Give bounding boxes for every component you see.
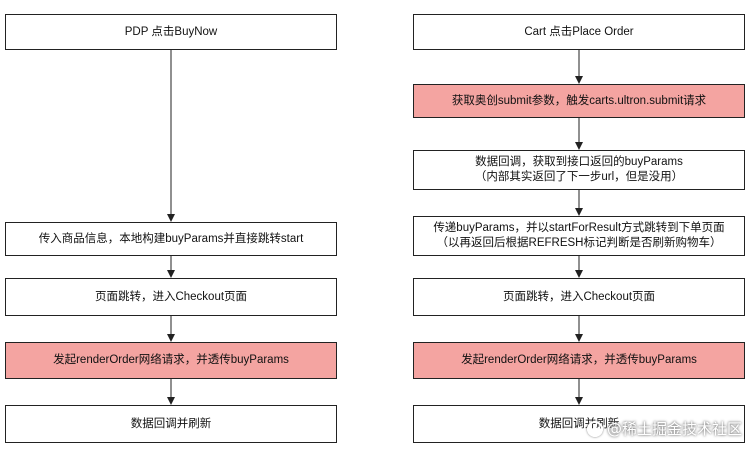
left-step-2-label: 传入商品信息，本地构建buyParams并直接跳转start [38, 232, 304, 245]
right-step-start-for-result: 传递buyParams，并以startForResult方式跳转到下单页面 （以… [413, 216, 745, 256]
left-step-3-label: 页面跳转，进入Checkout页面 [94, 290, 248, 303]
left-step-1-label: PDP 点击BuyNow [124, 25, 218, 38]
left-step-pdp-buynow: PDP 点击BuyNow [5, 14, 337, 50]
right-step-data-callback: 数据回调，获取到接口返回的buyParams （内部其实返回了下一步url，但是… [413, 150, 745, 190]
left-step-render-order: 发起renderOrder网络请求，并透传buyParams [5, 342, 337, 379]
right-step-1-label: Cart 点击Place Order [524, 25, 634, 38]
right-step-ultron-submit: 获取奥创submit参数，触发carts.ultron.submit请求 [413, 84, 745, 118]
left-step-refresh: 数据回调并刷新 [5, 405, 337, 443]
right-step-render-order: 发起renderOrder网络请求，并透传buyParams [413, 342, 745, 379]
left-step-4-label: 发起renderOrder网络请求，并透传buyParams [53, 354, 289, 366]
watermark: @稀土掘金技术社区 [586, 418, 742, 439]
right-step-6-label: 发起renderOrder网络请求，并透传buyParams [461, 354, 697, 366]
watermark-text: @稀土掘金技术社区 [606, 420, 742, 438]
right-step-3-line1: 数据回调，获取到接口返回的buyParams [475, 156, 683, 168]
right-step-5-label: 页面跳转，进入Checkout页面 [502, 290, 656, 303]
right-step-enter-checkout: 页面跳转，进入Checkout页面 [413, 278, 745, 316]
juejin-logo-icon [586, 420, 603, 437]
right-step-cart-place-order: Cart 点击Place Order [413, 14, 745, 50]
right-step-refresh: 数据回调并刷新 [413, 405, 745, 443]
right-step-2-label: 获取奥创submit参数，触发carts.ultron.submit请求 [451, 94, 707, 107]
left-step-build-params: 传入商品信息，本地构建buyParams并直接跳转start [5, 222, 337, 256]
right-step-3-line2: （内部其实返回了下一步url，但是没用） [474, 171, 684, 183]
right-step-4-line2: （以再返回后根据REFRESH标记判断是否刷新购物车） [436, 237, 722, 249]
right-step-4-line1: 传递buyParams，并以startForResult方式跳转到下单页面 [433, 222, 725, 234]
left-step-enter-checkout: 页面跳转，进入Checkout页面 [5, 278, 337, 316]
left-step-5-label: 数据回调并刷新 [130, 417, 212, 430]
